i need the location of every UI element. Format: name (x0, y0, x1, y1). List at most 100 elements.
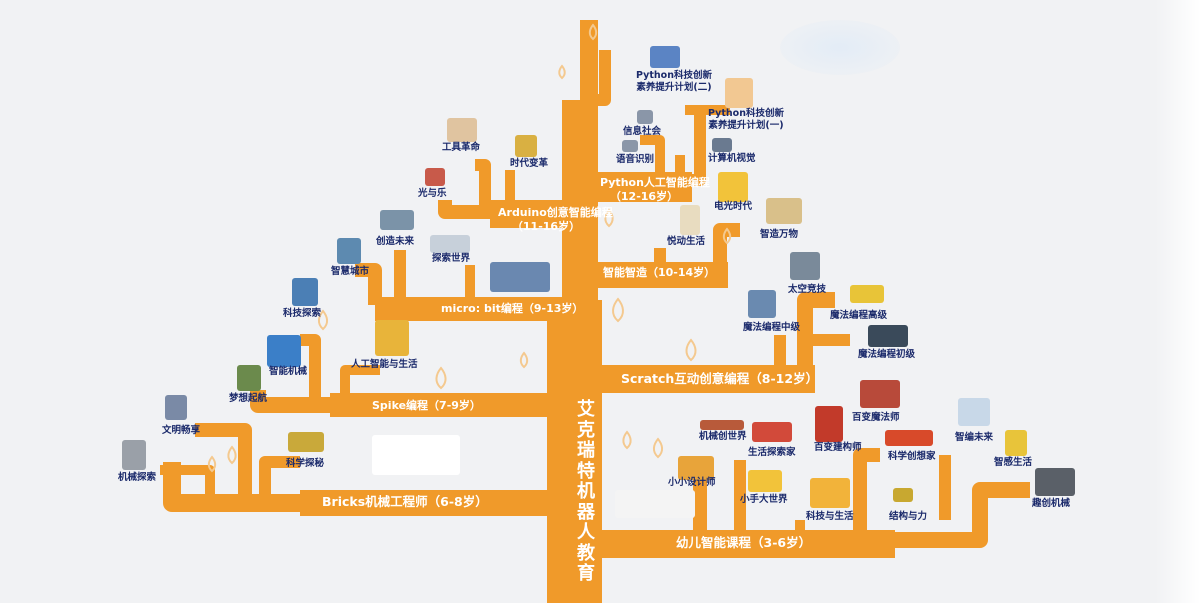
item-python-plan-1[interactable]: Python科技创新素养提升计划(一) (708, 108, 784, 131)
branch-kids (595, 530, 895, 558)
kit-box-icon (375, 320, 409, 356)
item-jiegou-yu-li[interactable]: 结构与力 (889, 511, 928, 522)
item-baibian-mofashi[interactable]: 百变魔法师 (852, 412, 900, 423)
branch-python-b (640, 135, 665, 172)
item-zhizao-wanwu[interactable]: 智造万物 (760, 229, 799, 240)
item-taikong-jingji[interactable]: 太空竞技 (788, 284, 827, 295)
item-zhibian-weilai[interactable]: 智编未来 (955, 432, 994, 443)
item-zhigan-shenghuo[interactable]: 智感生活 (994, 457, 1033, 468)
robot-icon (815, 406, 843, 442)
item-jisuanji-shijue[interactable]: 计算机视觉 (708, 153, 756, 164)
item-mengxiang[interactable]: 梦想起航 (229, 393, 268, 404)
robot-icon (122, 440, 146, 470)
kit-box-icon (430, 235, 470, 253)
leaf-icon (207, 455, 217, 473)
branch-python-a (690, 110, 706, 186)
item-quchuang-jixie[interactable]: 趣创机械 (1032, 498, 1071, 509)
branch-label-arduino[interactable]: Arduino创意智能编程（11-16岁） (498, 206, 613, 233)
tablet-icon (622, 140, 638, 152)
branch-python-d (595, 50, 611, 106)
branch-label-python[interactable]: Python人工智能编程（12-16岁） (600, 176, 710, 203)
branch-arduino-b (475, 159, 491, 212)
item-xiaoxiao-shejishi[interactable]: 小小设计师 (668, 477, 716, 488)
building-block-icon (748, 470, 782, 492)
item-zhihui-chengshi[interactable]: 智慧城市 (331, 266, 370, 277)
trunk (547, 300, 602, 603)
item-tansuo-shijie[interactable]: 探索世界 (432, 253, 471, 264)
branch-label-scratch[interactable]: Scratch互动创意编程（8-12岁） (621, 371, 819, 386)
kit-box-icon (725, 78, 753, 108)
branch-label-smart[interactable]: 智能智造（10-14岁） (603, 266, 716, 279)
item-shidai-biange[interactable]: 时代变革 (510, 158, 549, 169)
item-guang-yu-le[interactable]: 光与乐 (418, 188, 447, 199)
item-mofa-zhongji[interactable]: 魔法编程中级 (743, 322, 801, 333)
robot-icon (748, 290, 776, 318)
building-block-icon (885, 430, 933, 446)
robot-icon (860, 380, 900, 408)
building-block-icon (678, 456, 714, 480)
lego-set-icon (615, 490, 695, 518)
leaf-icon (317, 309, 329, 331)
branch-kids-c (853, 448, 880, 530)
kit-box-icon (718, 172, 748, 202)
drone-icon (958, 398, 990, 426)
robot-icon (1035, 468, 1075, 496)
leaf-icon (227, 445, 237, 465)
item-kexue-chuangxiangjia[interactable]: 科学创想家 (888, 451, 936, 462)
tablet-icon (650, 46, 680, 68)
item-rengong-zhineng[interactable]: 人工智能与生活 (351, 359, 418, 370)
branch-microbit-a (355, 263, 382, 305)
branch-spike-b (340, 365, 380, 405)
branch-label-bricks[interactable]: Bricks机械工程师（6-8岁） (322, 494, 488, 509)
item-python-plan-2[interactable]: Python科技创新素养提升计划(二) (636, 70, 712, 93)
item-yuyin-shibie[interactable]: 语音识别 (616, 154, 655, 165)
item-keji-tansuo[interactable]: 科技探索 (283, 308, 322, 319)
building-block-icon (810, 478, 850, 508)
item-yuedong-shenghuo[interactable]: 悦动生活 (667, 236, 706, 247)
item-gongju-geming[interactable]: 工具革命 (442, 142, 481, 153)
robot-icon (380, 210, 414, 230)
item-mofa-chuji[interactable]: 魔法编程初级 (858, 349, 916, 360)
background-glow (780, 20, 900, 75)
item-zhineng-jixie[interactable]: 智能机械 (269, 366, 308, 377)
item-baibian-jiangoushi[interactable]: 百变建构师 (814, 442, 862, 453)
branch-kids-a (890, 482, 1030, 548)
trunk-title: 艾克瑞特机器人教育 (577, 399, 595, 584)
robot-icon (1005, 430, 1027, 456)
kit-box-icon (490, 262, 550, 292)
branch-arduino-a (438, 200, 495, 219)
branch-smart (598, 262, 728, 288)
branch-label-spike[interactable]: Spike编程（7-9岁） (372, 399, 481, 412)
item-jixie-tansuo[interactable]: 机械探索 (118, 472, 157, 483)
robot-icon (292, 278, 318, 306)
leaf-icon (612, 297, 624, 323)
branch-spike-a (300, 334, 321, 405)
branch-label-kids[interactable]: 幼儿智能课程（3-6岁） (676, 535, 812, 550)
right-edge-fade (1155, 0, 1200, 603)
item-dianguang-shidai[interactable]: 电光时代 (714, 201, 753, 212)
item-chuangzao-weilai[interactable]: 创造未来 (376, 236, 415, 247)
branch-bricks-b (259, 456, 300, 503)
branch-bricks-stem (163, 462, 300, 512)
branch-spike (330, 393, 550, 417)
building-block-icon (893, 488, 913, 502)
item-shenghuo-tansuojia[interactable]: 生活探索家 (748, 447, 796, 458)
item-wenming[interactable]: 文明畅享 (162, 425, 201, 436)
item-mofa-gaoji[interactable]: 魔法编程高级 (830, 310, 888, 321)
item-jixie-chuangshijie[interactable]: 机械创世界 (699, 431, 747, 442)
lego-set-icon (288, 432, 324, 452)
kit-box-icon (680, 205, 700, 235)
leaf-icon (588, 23, 598, 41)
leaf-icon (652, 437, 664, 459)
leaf-icon (558, 64, 566, 80)
item-xiaoshou-dashijie[interactable]: 小手大世界 (740, 494, 788, 505)
item-xinxi-shehui[interactable]: 信息社会 (623, 126, 662, 137)
branch-arduino (490, 200, 570, 228)
item-kexue-tanmi[interactable]: 科学探秘 (286, 458, 325, 469)
branch-bricks (300, 490, 550, 516)
kit-box-icon (766, 198, 802, 224)
branch-label-microbit[interactable]: micro: bit编程（9-13岁） (441, 302, 584, 315)
item-keji-yu-shenghuo[interactable]: 科技与生活 (806, 511, 854, 522)
